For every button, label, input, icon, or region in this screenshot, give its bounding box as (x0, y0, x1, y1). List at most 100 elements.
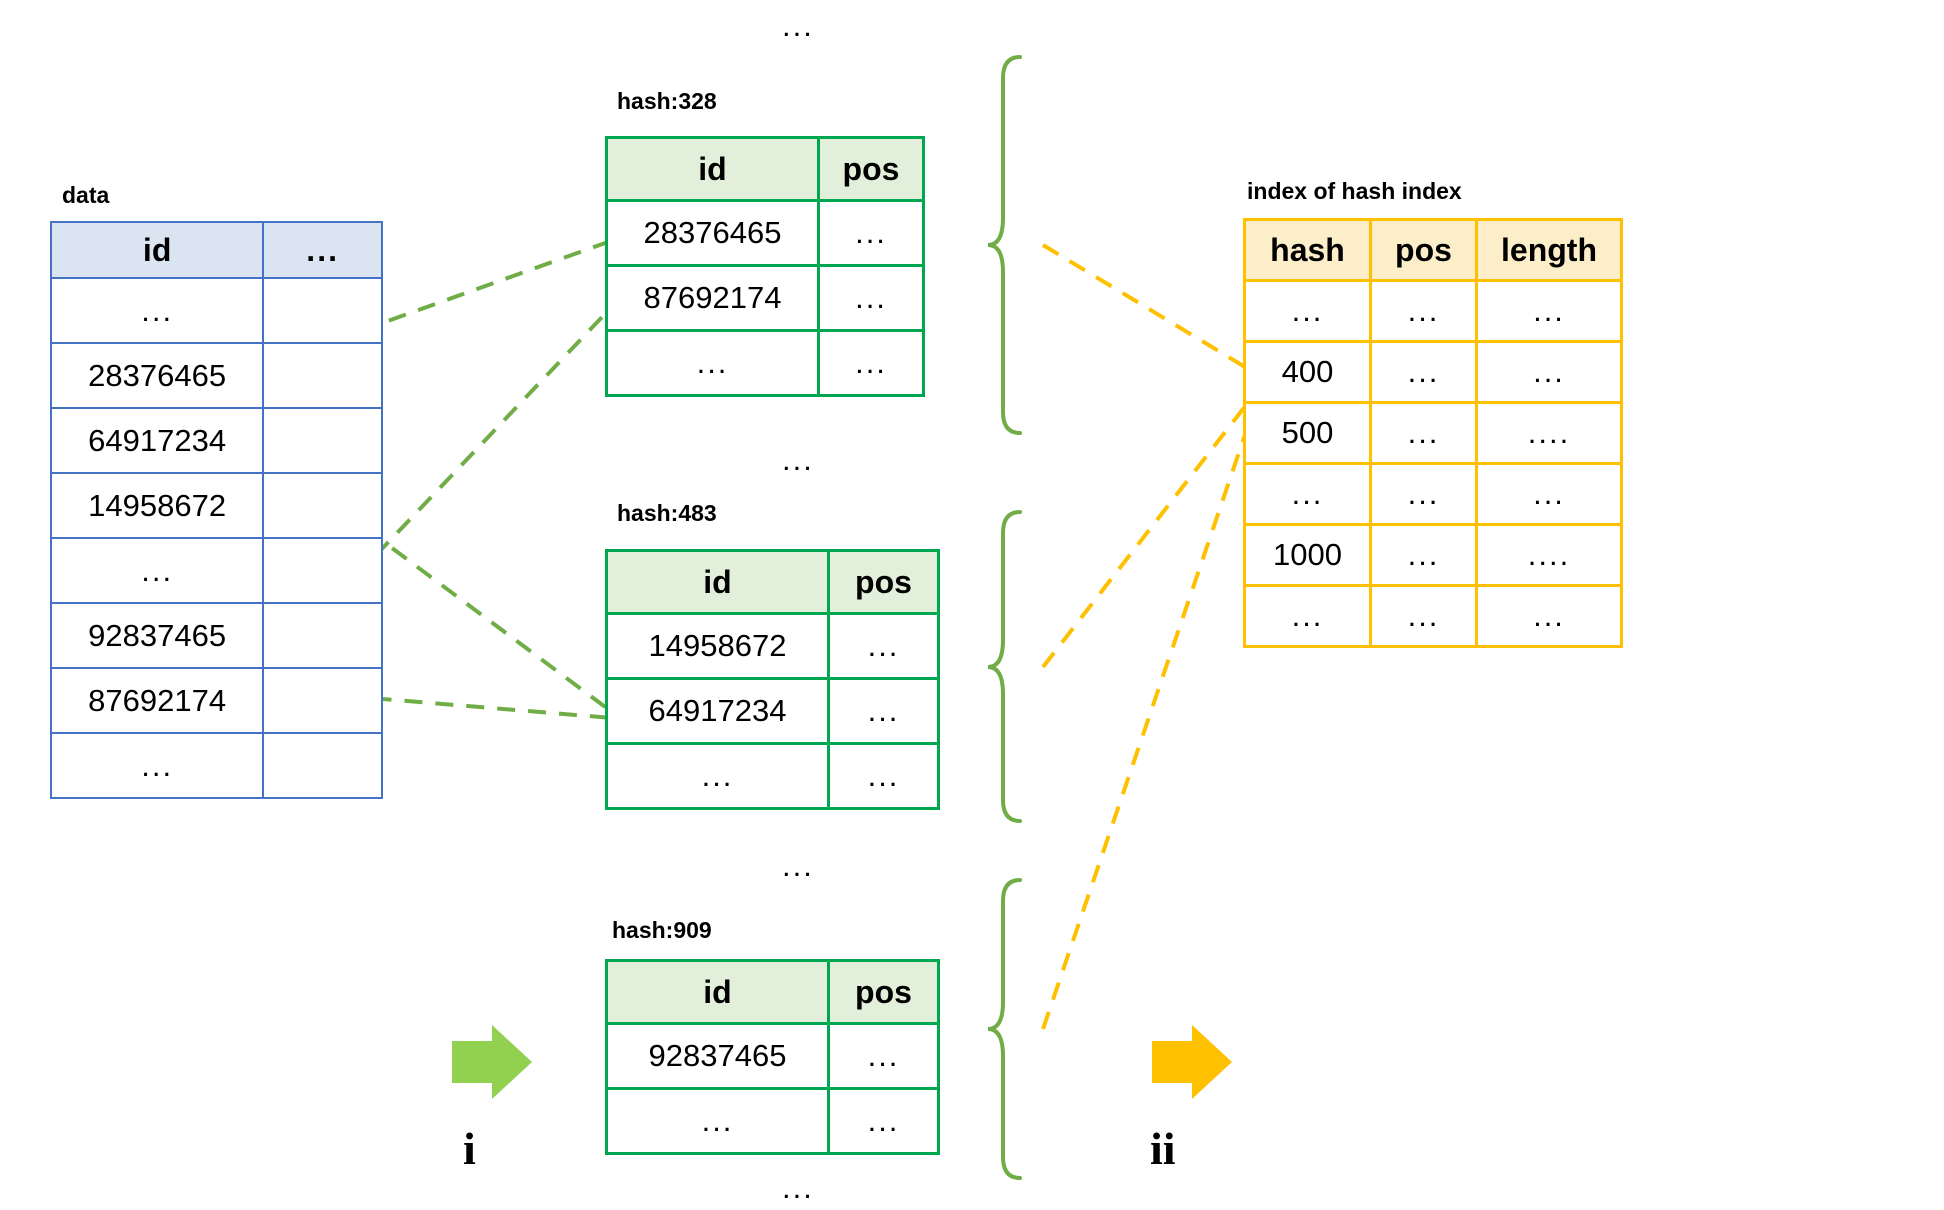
hash-cell-id: ... (605, 742, 830, 810)
data-table-caption: data (62, 182, 110, 208)
index-cell-length: ... (1475, 340, 1623, 404)
hash-table-caption-483: hash:483 (617, 500, 717, 526)
data-cell-id: 64917234 (49, 407, 265, 474)
hash-cell-id: 64917234 (605, 677, 830, 745)
table-row: 500 ... .... (1243, 401, 1623, 465)
hash-cell-pos: ... (827, 677, 940, 745)
orange-step-arrow (1152, 1025, 1232, 1099)
hash-table-header-id: id (605, 136, 820, 202)
data-table-header-row: id ... (49, 221, 383, 279)
hash-table-header-pos: pos (827, 959, 940, 1025)
table-row: 64917234 (49, 407, 383, 474)
hash-cell-pos: ... (827, 742, 940, 810)
data-cell-id: 92837465 (49, 602, 265, 669)
hash-table-header-row: id pos (605, 959, 940, 1025)
index-cell-hash: ... (1243, 584, 1372, 648)
data-table-header-id: id (49, 221, 265, 279)
index-cell-length: ... (1475, 462, 1623, 526)
table-row: 1000 ... .... (1243, 523, 1623, 587)
data-cell-other (262, 342, 383, 409)
connector-hash909-to-index1000 (1041, 419, 1252, 1030)
data-cell-id: 87692174 (49, 667, 265, 734)
index-table-caption: index of hash index (1247, 178, 1462, 204)
hash-cell-id: 92837465 (605, 1022, 830, 1090)
hash-table-header-pos: pos (817, 136, 925, 202)
table-row: ... (49, 732, 383, 799)
index-cell-pos: ... (1369, 523, 1478, 587)
table-row: ... ... (605, 329, 925, 397)
index-cell-hash: 1000 (1243, 523, 1372, 587)
green-arrow-icon (452, 1025, 532, 1099)
index-cell-pos: ... (1369, 401, 1478, 465)
table-row: 14958672 ... (605, 612, 940, 680)
hash-cell-id: 87692174 (605, 264, 820, 332)
bracket-hash328 (987, 55, 1022, 435)
hash-table-header-id: id (605, 549, 830, 615)
index-cell-hash: ... (1243, 279, 1372, 343)
index-cell-pos: ... (1369, 462, 1478, 526)
data-cell-id: 28376465 (49, 342, 265, 409)
index-of-hash-index-table: hash pos length ... ... ... 400 ... ... … (1243, 218, 1623, 648)
index-table-header-length: length (1475, 218, 1623, 282)
table-row: 28376465 ... (605, 199, 925, 267)
hash-cell-pos: ... (827, 612, 940, 680)
step-label-ii: ii (1150, 1123, 1176, 1174)
bracket-hash483 (987, 510, 1022, 823)
hash-table-483: id pos 14958672 ... 64917234 ... ... ... (605, 549, 940, 810)
hash-cell-pos: ... (817, 329, 925, 397)
index-table-header-hash: hash (1243, 218, 1372, 282)
data-cell-other (262, 472, 383, 539)
bracket-hash909 (987, 878, 1022, 1180)
between-483-909-ellipsis: ... (782, 848, 814, 883)
table-row: ... (49, 277, 383, 344)
orange-arrow-icon (1152, 1025, 1232, 1099)
hash-table-909: id pos 92837465 ... ... ... (605, 959, 940, 1155)
data-cell-id: ... (49, 732, 265, 799)
hash-table-header-pos: pos (827, 549, 940, 615)
hash-table-caption-909: hash:909 (612, 917, 712, 943)
index-cell-pos: ... (1369, 279, 1478, 343)
table-row: ... ... (605, 742, 940, 810)
hash-table-header-id: id (605, 959, 830, 1025)
data-cell-other (262, 602, 383, 669)
table-row: 400 ... ... (1243, 340, 1623, 404)
table-row: 28376465 (49, 342, 383, 409)
index-cell-pos: ... (1369, 584, 1478, 648)
data-cell-id: ... (49, 277, 265, 344)
top-ellipsis: ... (782, 8, 814, 43)
table-row: 87692174 (49, 667, 383, 734)
hash-cell-id: ... (605, 1087, 830, 1155)
index-cell-length: ... (1475, 279, 1623, 343)
table-row: 64917234 ... (605, 677, 940, 745)
index-table-header-pos: pos (1369, 218, 1478, 282)
table-row: 87692174 ... (605, 264, 925, 332)
hash-cell-pos: ... (827, 1022, 940, 1090)
hash-table-caption-328: hash:328 (617, 88, 717, 114)
green-step-arrow (452, 1025, 532, 1099)
data-cell-other (262, 537, 383, 604)
table-row: ... ... ... (1243, 462, 1623, 526)
hash-cell-pos: ... (827, 1087, 940, 1155)
connector-hash328-to-index400 (1041, 243, 1252, 372)
step-label-i: i (463, 1123, 476, 1174)
bottom-ellipsis: ... (782, 1170, 814, 1205)
table-row: ... ... ... (1243, 279, 1623, 343)
orange-connector-group (1041, 243, 1252, 1030)
hash-table-328: id pos 28376465 ... 87692174 ... ... ... (605, 136, 925, 397)
hash-cell-pos: ... (817, 264, 925, 332)
hash-cell-pos: ... (817, 199, 925, 267)
index-cell-length: ... (1475, 584, 1623, 648)
table-row: ... (49, 537, 383, 604)
index-cell-length: .... (1475, 401, 1623, 465)
index-table-header-row: hash pos length (1243, 218, 1623, 282)
table-row: 92837465 ... (605, 1022, 940, 1090)
index-cell-hash: ... (1243, 462, 1372, 526)
data-table: id ... ... 28376465 64917234 14958672 (49, 221, 383, 799)
hash-cell-id: ... (605, 329, 820, 397)
hash-cell-id: 14958672 (605, 612, 830, 680)
index-cell-hash: 500 (1243, 401, 1372, 465)
data-cell-other (262, 407, 383, 474)
data-table-header-other: ... (262, 221, 383, 279)
data-cell-other (262, 732, 383, 799)
